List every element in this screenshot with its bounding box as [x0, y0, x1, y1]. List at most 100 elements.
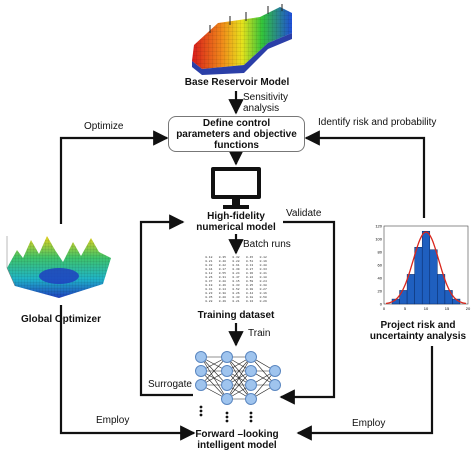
- edge-label-train: Train: [248, 328, 271, 339]
- node-define-control: [168, 116, 305, 152]
- table-cell: 0.35: [205, 296, 213, 299]
- y-tick-label: 0: [380, 302, 383, 307]
- table-cell: 0.31: [218, 276, 226, 279]
- table-cell: 0.18: [245, 296, 254, 299]
- forward-line-1: Forward –looking: [195, 429, 279, 440]
- table-cell: 0.22: [245, 276, 254, 279]
- table-cell: 0.30: [245, 288, 254, 291]
- arrow-validate: [279, 220, 336, 405]
- nn-connection: [200, 356, 228, 386]
- table-cell: 0.44: [245, 292, 254, 295]
- table-cell: 0.19: [259, 260, 267, 263]
- nn-neuron: [269, 365, 281, 377]
- nn-neuron: [221, 393, 233, 405]
- nn-connection: [226, 356, 252, 386]
- table-cell: 0.25: [245, 284, 254, 287]
- table-cell: 0.26: [232, 292, 240, 295]
- node-high-fidelity: High-fidelity numerical model: [176, 211, 296, 233]
- arrow-optimize: [59, 130, 169, 224]
- y-tick-label: 100: [375, 237, 382, 242]
- forward-line-2: intelligent model: [197, 440, 277, 451]
- histogram-bar: [437, 274, 446, 305]
- edge-label-optimize: Optimize: [84, 121, 124, 132]
- x-tick-label: 5: [404, 306, 407, 311]
- table-cell: 0.13: [245, 264, 254, 267]
- table-cell: 0.27: [245, 268, 254, 271]
- x-tick-label: 10: [424, 306, 429, 311]
- normal-fit-curve: [385, 231, 467, 305]
- x-tick-label: 0: [383, 306, 386, 311]
- hifi-line-1: High-fidelity: [207, 211, 265, 222]
- y-tick-label: 60: [378, 263, 383, 268]
- edge-label-employ-left: Employ: [96, 415, 130, 426]
- nn-ellipsis-dot: [199, 413, 203, 417]
- table-cell: 0.37: [205, 280, 213, 283]
- arrow-identify: [304, 130, 426, 218]
- hifi-line-2: numerical model: [196, 222, 276, 233]
- arrow-surrogate: [139, 214, 193, 397]
- table-cell: 0.15: [232, 280, 240, 283]
- reservoir-model-image: [192, 4, 292, 75]
- table-cell: 0.18: [259, 276, 267, 279]
- table-cell: 0.44: [205, 268, 213, 271]
- table-cell: 0.32: [232, 256, 240, 259]
- sensitivity-line-2: analysis: [243, 103, 280, 114]
- table-cell: 0.16: [259, 292, 267, 295]
- table-cell: 0.45: [245, 256, 254, 259]
- table-cell: 0.21: [205, 260, 213, 263]
- table-cell: 0.18: [205, 256, 213, 259]
- edge-label-validate: Validate: [286, 208, 322, 219]
- nn-neuron: [195, 351, 207, 363]
- table-cell: 0.28: [218, 280, 226, 283]
- table-cell: 0.28: [205, 300, 213, 303]
- histogram-bar: [429, 249, 438, 305]
- table-cell: 0.49: [218, 300, 226, 303]
- nn-ellipsis-dot: [249, 415, 253, 419]
- table-row: 0.18 0.35 0.32 0.45 0.12: [202, 256, 270, 260]
- histogram-bar: [444, 290, 453, 305]
- table-cell: 0.59: [245, 280, 254, 283]
- table-cell: 0.40: [218, 260, 226, 263]
- monitor-icon: [211, 167, 261, 209]
- table-cell: 0.19: [205, 284, 213, 287]
- table-cell: 0.17: [218, 268, 226, 271]
- risk-line-1: Project risk and: [380, 320, 456, 331]
- define-line-1: Define control: [202, 118, 271, 129]
- node-forward-model: Forward –looking intelligent model: [176, 429, 298, 451]
- nn-connection: [250, 370, 276, 400]
- y-tick-label: 20: [378, 289, 383, 294]
- table-cell: 0.41: [259, 272, 267, 275]
- histogram-bar: [414, 247, 423, 305]
- nn-ellipsis-dot: [249, 411, 253, 415]
- nn-ellipsis-dot: [225, 411, 229, 415]
- define-line-3: functions: [214, 140, 259, 151]
- y-tick-label: 120: [375, 224, 382, 229]
- table-cell: 0.35: [218, 256, 226, 259]
- table-cell: 0.12: [259, 256, 267, 259]
- table-cell: 0.61: [232, 264, 240, 267]
- table-cell: 0.28: [232, 260, 240, 263]
- y-tick-label: 40: [378, 276, 383, 281]
- nn-neuron: [269, 379, 281, 391]
- table-cell: 0.33: [259, 268, 267, 271]
- nn-neuron: [245, 379, 257, 391]
- table-cell: 0.22: [218, 264, 226, 267]
- risk-line-2: uncertainty analysis: [369, 331, 467, 342]
- node-base-reservoir: Base Reservoir Model: [184, 77, 290, 88]
- nn-neuron: [245, 351, 257, 363]
- arrow-employ-left: [59, 305, 196, 441]
- table-cell: 0.48: [259, 264, 267, 267]
- table-cell: 0.47: [232, 276, 240, 279]
- nn-ellipsis-dot: [249, 419, 253, 423]
- table-cell: 0.55: [218, 272, 226, 275]
- nn-ellipsis-dot: [225, 419, 229, 423]
- sensitivity-line-1: Sensitivity: [243, 92, 289, 103]
- nn-neuron: [245, 393, 257, 405]
